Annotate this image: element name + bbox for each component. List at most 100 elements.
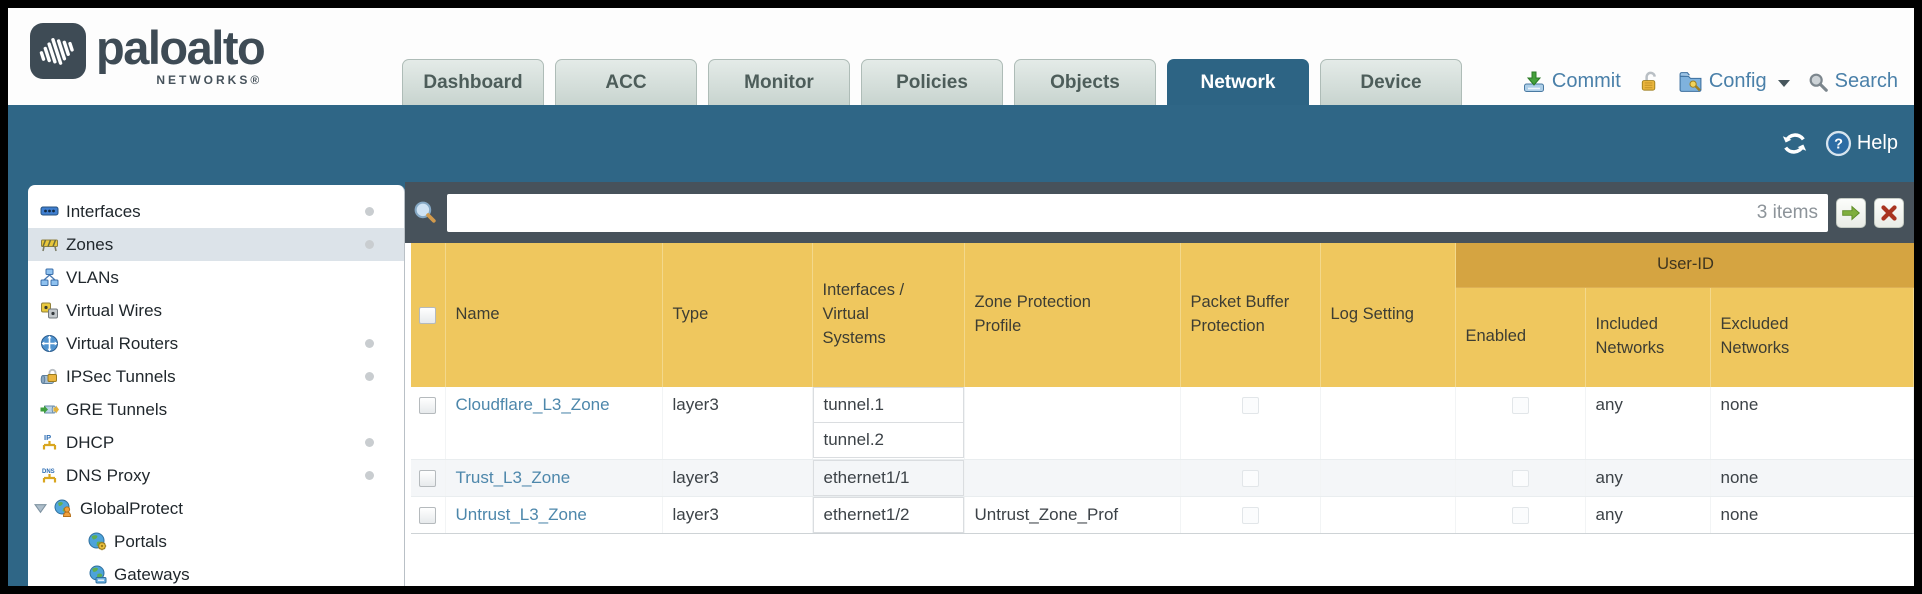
sidebar-item-virtual-wires[interactable]: Virtual Wires xyxy=(28,294,404,327)
col-header-name[interactable]: Name xyxy=(445,243,663,387)
sidebar-item-gateways[interactable]: Gateways xyxy=(28,558,404,586)
table-row: Trust_L3_Zone layer3 ethernet1/1 any non… xyxy=(411,459,1914,497)
packet-buffer-checkbox[interactable] xyxy=(1241,506,1259,524)
gre-tunnels-icon xyxy=(40,405,59,414)
config-label: Config xyxy=(1708,70,1767,92)
svg-text:?: ? xyxy=(1834,137,1843,153)
sidebar-item-interfaces[interactable]: Interfaces xyxy=(28,195,404,228)
refresh-icon[interactable] xyxy=(1781,130,1808,157)
sidebar-item-dns-proxy[interactable]: DNS DNS Proxy xyxy=(28,459,404,492)
packet-buffer-checkbox[interactable] xyxy=(1241,469,1259,487)
col-header-type[interactable]: Type xyxy=(662,243,813,387)
expand-caret-icon[interactable] xyxy=(34,503,47,514)
help-label: Help xyxy=(1856,132,1898,154)
packet-buffer-checkbox[interactable] xyxy=(1241,397,1259,415)
col-header-interfaces[interactable]: Interfaces / Virtual Systems xyxy=(812,243,965,387)
commit-button[interactable]: Commit xyxy=(1522,70,1621,94)
sidebar-item-label: DHCP xyxy=(66,432,115,452)
interfaces-icon xyxy=(40,206,59,216)
col-header-excluded-networks[interactable]: Excluded Networks xyxy=(1710,287,1914,387)
sidebar-item-ipsec-tunnels[interactable]: IPSec Tunnels xyxy=(28,360,404,393)
zone-protection-cell xyxy=(964,459,1181,497)
logo-wordmark: paloalto xyxy=(96,21,266,74)
tab-objects[interactable]: Objects xyxy=(1014,59,1156,105)
tab-dashboard[interactable]: Dashboard xyxy=(402,59,544,105)
packet-buffer-cell xyxy=(1180,496,1321,534)
apply-filter-button[interactable] xyxy=(1836,197,1866,228)
sidebar-item-zones[interactable]: Zones xyxy=(28,228,404,261)
zones-table-container: Name Type Interfaces / Virtual Systems Z… xyxy=(405,243,1914,586)
items-count: 3 items xyxy=(1756,201,1818,223)
enabled-cell xyxy=(1455,496,1586,534)
virtual-wires-icon xyxy=(41,302,58,319)
tab-policies[interactable]: Policies xyxy=(861,59,1003,105)
config-icon xyxy=(1679,72,1702,92)
zone-name-link[interactable]: Trust_L3_Zone xyxy=(455,467,571,487)
network-sidebar: Interfaces Zones VLANs xyxy=(28,185,405,586)
included-networks-cell: any xyxy=(1585,459,1711,497)
packet-buffer-cell xyxy=(1180,459,1321,497)
zone-type-cell: layer3 xyxy=(662,387,813,460)
sidebar-item-label: Portals xyxy=(114,531,167,551)
virtual-routers-icon xyxy=(41,335,58,352)
sidebar-item-label: IPSec Tunnels xyxy=(66,366,176,386)
filter-search-icon xyxy=(414,201,436,223)
enabled-checkbox[interactable] xyxy=(1511,506,1529,524)
zone-interfaces-cell: ethernet1/1 xyxy=(812,459,965,497)
status-dot xyxy=(365,372,374,381)
sidebar-item-label: GlobalProtect xyxy=(80,498,183,518)
col-header-enabled[interactable]: Enabled xyxy=(1455,287,1586,387)
commit-label: Commit xyxy=(1551,70,1621,92)
interface-entry: tunnel.2 xyxy=(812,422,964,459)
zone-name-cell: Cloudflare_L3_Zone xyxy=(445,387,663,460)
row-checkbox[interactable] xyxy=(419,506,437,524)
sidebar-item-virtual-routers[interactable]: Virtual Routers xyxy=(28,327,404,360)
filter-field: 3 items xyxy=(447,193,1828,232)
log-setting-cell xyxy=(1320,459,1456,497)
sidebar-item-globalprotect[interactable]: GlobalProtect xyxy=(28,492,404,525)
col-header-zone-protection[interactable]: Zone Protection Profile xyxy=(964,243,1181,387)
sidebar-item-label: Interfaces xyxy=(66,201,141,221)
excluded-networks-cell: none xyxy=(1710,459,1914,497)
sidebar-item-vlans[interactable]: VLANs xyxy=(28,261,404,294)
sidebar-item-label: Virtual Routers xyxy=(66,333,179,353)
svg-text:DNS: DNS xyxy=(42,469,55,475)
row-select-cell xyxy=(411,459,446,497)
zone-protection-cell: Untrust_Zone_Prof xyxy=(964,496,1181,534)
logo-text: paloalto NETWORKS® xyxy=(96,21,266,88)
zone-name-link[interactable]: Untrust_L3_Zone xyxy=(455,504,587,524)
clear-filter-button[interactable] xyxy=(1874,197,1904,228)
select-all-checkbox[interactable] xyxy=(419,306,437,324)
enabled-checkbox[interactable] xyxy=(1511,469,1529,487)
sidebar-item-portals[interactable]: Portals xyxy=(28,525,404,558)
status-dot xyxy=(365,240,374,249)
tab-monitor[interactable]: Monitor xyxy=(708,59,850,105)
col-header-included-networks[interactable]: Included Networks xyxy=(1585,287,1711,387)
enabled-cell xyxy=(1455,459,1586,497)
zones-table: Name Type Interfaces / Virtual Systems Z… xyxy=(411,243,1914,534)
dns-proxy-icon: DNS xyxy=(42,469,57,483)
sidebar-item-dhcp[interactable]: IP DHCP xyxy=(28,426,404,459)
search-button[interactable]: Search xyxy=(1807,70,1898,93)
col-header-log-setting[interactable]: Log Setting xyxy=(1320,243,1456,387)
status-dot xyxy=(365,471,374,480)
col-header-packet-buffer[interactable]: Packet Buffer Protection xyxy=(1180,243,1321,387)
log-setting-cell xyxy=(1320,387,1456,460)
log-setting-cell xyxy=(1320,496,1456,534)
lock-icon[interactable] xyxy=(1638,70,1661,93)
sidebar-item-gre-tunnels[interactable]: GRE Tunnels xyxy=(28,393,404,426)
config-menu-button[interactable]: Config xyxy=(1678,69,1790,94)
interface-entry: tunnel.1 xyxy=(812,387,964,424)
tab-network[interactable]: Network xyxy=(1167,59,1309,105)
row-checkbox[interactable] xyxy=(419,397,437,415)
help-button[interactable]: ? Help xyxy=(1825,130,1898,157)
included-networks-cell: any xyxy=(1585,496,1711,534)
row-checkbox[interactable] xyxy=(419,469,437,487)
zone-name-link[interactable]: Cloudflare_L3_Zone xyxy=(455,395,610,414)
enabled-checkbox[interactable] xyxy=(1511,397,1529,415)
tab-acc[interactable]: ACC xyxy=(555,59,697,105)
filter-input[interactable] xyxy=(455,202,1749,223)
sidebar-item-label: Zones xyxy=(66,234,114,254)
tab-device[interactable]: Device xyxy=(1320,59,1462,105)
paloalto-logo: paloalto NETWORKS® xyxy=(30,21,266,88)
